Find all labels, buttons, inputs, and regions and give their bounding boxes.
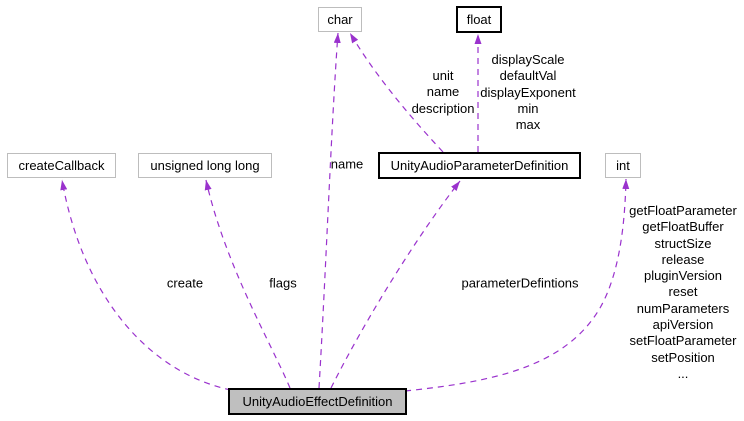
node-float[interactable]: float [456, 6, 502, 33]
edge-label-char-fields: unit name description [411, 68, 475, 116]
edge-flags [204, 179, 291, 389]
node-unsigned-long-long: unsigned long long [138, 153, 272, 178]
edge-label-flags: flags [269, 275, 297, 291]
edge-create [60, 179, 232, 391]
node-UnityAudioParameterDefinition[interactable]: UnityAudioParameterDefinition [378, 152, 581, 179]
edge-label-create: create [166, 275, 204, 291]
edge-label-name: name [330, 156, 364, 172]
node-int: int [605, 153, 641, 178]
node-UnityAudioEffectDefinition: UnityAudioEffectDefinition [228, 388, 407, 415]
edge-int [404, 178, 630, 392]
node-createCallback: createCallback [7, 153, 116, 178]
edge-parameter-to-char [349, 32, 444, 153]
edge-label-parameterDefintions: parameterDefintions [461, 275, 579, 291]
edge-parameterDefintions [330, 180, 461, 389]
node-char: char [318, 7, 362, 32]
edge-label-float-fields: displayScale defaultVal displayExponent … [480, 52, 576, 133]
edge-label-int-fields: getFloatParameter getFloatBuffer structS… [629, 203, 737, 381]
edge-name [318, 32, 341, 389]
